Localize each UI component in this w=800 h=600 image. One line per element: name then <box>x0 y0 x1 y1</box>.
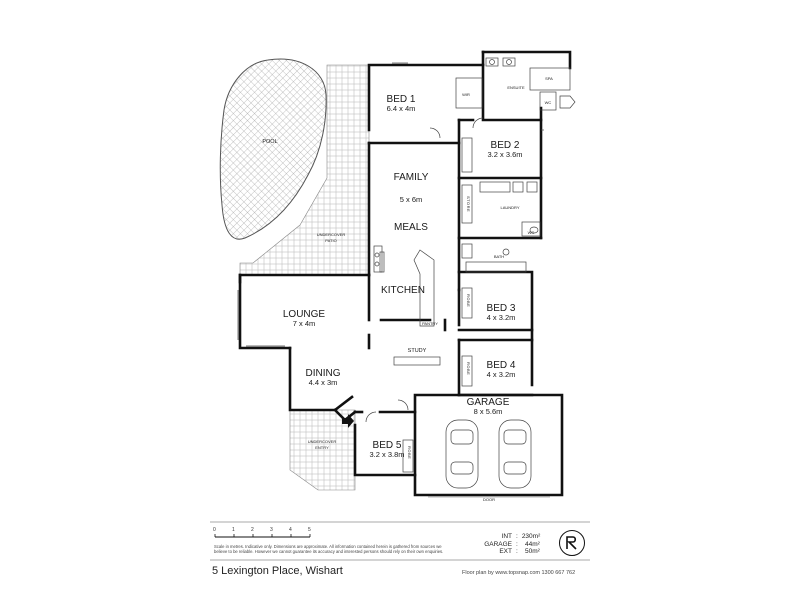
bed1-dims: 6.4 x 4m <box>387 104 416 113</box>
area-value: 50m² <box>525 548 540 555</box>
wir-label: WIR <box>462 92 470 97</box>
kitchen-label: KITCHEN <box>381 285 425 296</box>
garage-label: GARAGE <box>467 397 510 408</box>
area-label: INT <box>501 533 512 540</box>
scale-tick-labels: 0 1 2 3 4 5 <box>212 527 322 535</box>
bed3-label: BED 3 <box>487 303 516 314</box>
car-left <box>445 419 479 489</box>
store-label: STORE <box>466 196 471 212</box>
dining-label: DINING <box>306 368 341 379</box>
area-value: 230m² <box>521 533 541 540</box>
scale-tick: 0 <box>213 527 216 533</box>
pool <box>219 58 327 240</box>
spa-label: SPA <box>545 76 553 81</box>
bed5-dims: 3.2 x 3.8m <box>369 450 404 459</box>
deck-paving <box>239 64 370 276</box>
area-row: EXT: 50m² <box>478 548 540 556</box>
lounge-dims: 7 x 4m <box>293 319 316 328</box>
area-label: GARAGE <box>484 540 512 548</box>
garage-dims: 8 x 5.6m <box>474 407 503 416</box>
bed5-robe-label: ROBE <box>407 446 412 459</box>
patio-label-2: PATIO <box>325 238 336 243</box>
meals-label: MEALS <box>394 222 428 233</box>
bed4-dims: 4 x 3.2m <box>487 370 516 379</box>
family-label: FAMILY <box>394 172 429 183</box>
study-label: STUDY <box>408 348 427 354</box>
scale-tick: 5 <box>308 527 311 533</box>
lounge-label: LOUNGE <box>283 309 326 320</box>
family-dims: 5 x 6m <box>400 195 423 204</box>
laundry-label: LAUNDRY <box>500 205 519 210</box>
bed3-robe-label: ROBE <box>466 294 471 307</box>
area-row: GARAGE: 44m² <box>478 541 540 549</box>
patio-label-1: UNDERCOVER <box>317 232 346 237</box>
ensuite-wc-label: WC <box>545 100 552 105</box>
wc-label: WC <box>528 230 535 235</box>
disclaimer-text: Scale in metres. Indicative only. Dimens… <box>214 544 444 554</box>
pool-label: POOL <box>262 139 277 145</box>
north-logo-icon <box>559 530 585 556</box>
pantry-label: PANTRY <box>422 321 438 326</box>
area-summary: INT: 230m² GARAGE: 44m² EXT: 50m² <box>478 533 540 556</box>
bed2-dims: 3.2 x 3.6m <box>487 150 522 159</box>
scale-tick: 4 <box>289 527 292 533</box>
ensuite-label: ENSUITE <box>507 85 525 90</box>
floorplan-credit: Floor plan by www.topsnap.com 1300 667 7… <box>462 570 576 576</box>
property-address: 5 Lexington Place, Wishart <box>212 565 343 577</box>
bed4-label: BED 4 <box>487 360 516 371</box>
walls <box>238 50 572 497</box>
scale-tick: 2 <box>251 527 254 533</box>
scale-tick: 3 <box>270 527 273 533</box>
bath-label: BATH <box>494 254 504 259</box>
car-right <box>498 419 532 489</box>
area-row: INT: 230m² <box>478 533 541 541</box>
bed4-robe-label: ROBE <box>466 362 471 375</box>
entry-paving <box>289 409 356 491</box>
scale-tick: 1 <box>232 527 235 533</box>
bed5-label: BED 5 <box>373 440 402 451</box>
entry-arrow-icon <box>342 414 354 428</box>
entry-label-1: UNDERCOVER <box>308 439 337 444</box>
details <box>237 57 576 498</box>
entry-label-2: ENTRY <box>315 445 329 450</box>
scale-bar <box>214 534 311 538</box>
area-value: 44m² <box>525 540 540 548</box>
bed1-label: BED 1 <box>387 94 416 105</box>
bed2-label: BED 2 <box>491 140 520 151</box>
dining-dims: 4.4 x 3m <box>309 378 338 387</box>
area-label: EXT <box>499 548 512 555</box>
garage-door-label: DOOR <box>483 497 495 502</box>
bed3-dims: 4 x 3.2m <box>487 313 516 322</box>
